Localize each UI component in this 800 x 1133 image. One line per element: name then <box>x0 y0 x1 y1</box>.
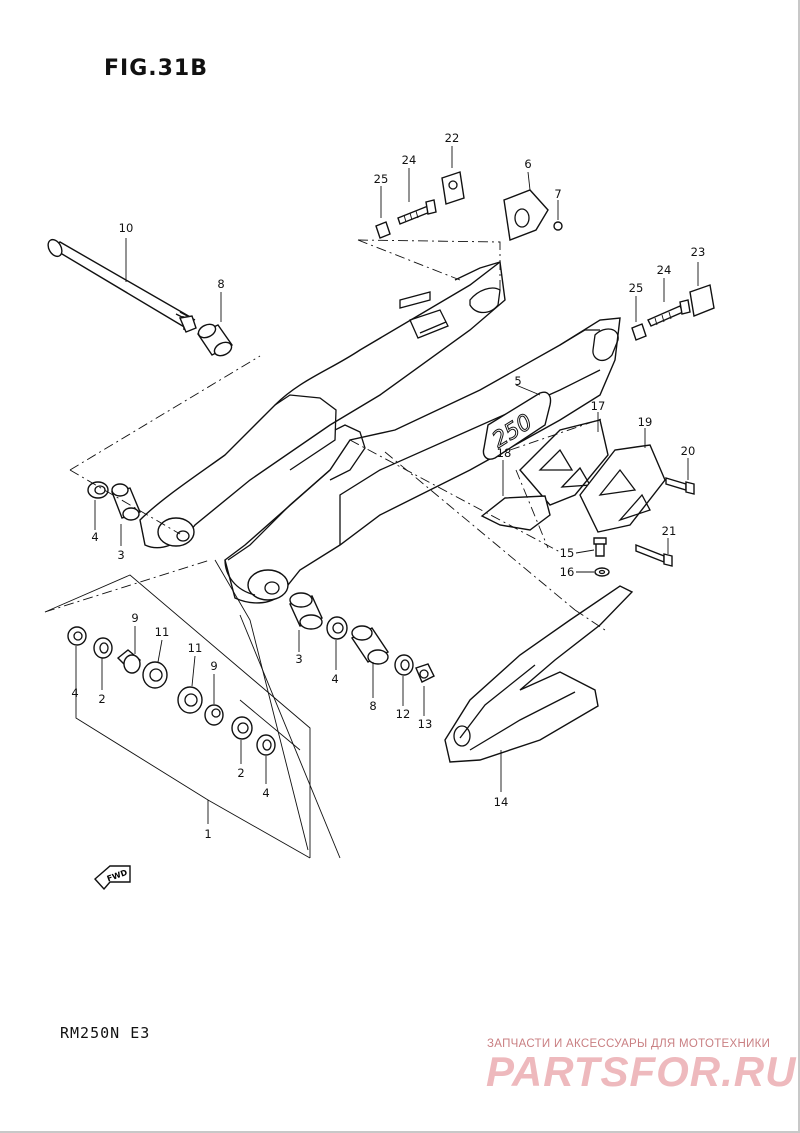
bolt-20 <box>665 477 695 495</box>
plate-23 <box>689 284 715 317</box>
fwd-direction-arrow: FWD <box>94 865 131 891</box>
callout-9a: 9 <box>131 611 138 625</box>
swingarm-upper-pad <box>409 309 449 339</box>
seal-4-c <box>326 616 348 640</box>
bolt-24-top <box>397 199 437 225</box>
callout-20: 20 <box>681 444 696 458</box>
leader-lines <box>44 146 699 859</box>
callout-7: 7 <box>554 187 561 201</box>
callout-10: 10 <box>119 221 134 235</box>
nut-25-top <box>375 221 391 239</box>
spacer-8-top <box>196 323 234 357</box>
watermark-tagline: ЗАПЧАСТИ И АКСЕССУАРЫ ДЛЯ МОТОТЕХНИКИ <box>487 1038 771 1050</box>
callout-12: 12 <box>396 707 411 721</box>
callout-14: 14 <box>494 795 509 809</box>
screw-7 <box>553 221 563 231</box>
plate-22 <box>441 171 465 205</box>
callout-25b: 25 <box>629 281 644 295</box>
callout-3a: 3 <box>117 548 124 562</box>
callout-17: 17 <box>591 399 606 413</box>
callout-4b: 4 <box>71 686 78 700</box>
callout-2a: 2 <box>98 692 105 706</box>
callout-21: 21 <box>662 524 677 538</box>
bearing-3-left <box>111 483 141 521</box>
seal-4-left <box>87 481 109 499</box>
callout-16: 16 <box>560 565 575 579</box>
callout-9b: 9 <box>210 659 217 673</box>
callout-8a: 8 <box>217 277 224 291</box>
callout-8b: 8 <box>369 699 376 713</box>
callout-numbers: 1 2 2 3 3 4 4 4 4 5 6 7 8 8 9 9 10 11 11… <box>71 131 705 841</box>
callout-2b: 2 <box>237 766 244 780</box>
bolt-21 <box>635 543 673 567</box>
nut-13 <box>415 663 435 683</box>
swingarm-lower-gusset <box>329 424 366 481</box>
callout-18: 18 <box>497 446 512 460</box>
chain-adjuster-6 <box>503 189 549 241</box>
callout-25a: 25 <box>374 172 389 186</box>
nut-25-right <box>631 323 647 341</box>
chain-slider-14 <box>444 585 634 763</box>
swingarm-axle-slot-lower <box>592 328 619 362</box>
callout-3b: 3 <box>295 652 302 666</box>
callout-5: 5 <box>514 374 521 388</box>
callout-4d: 4 <box>331 672 338 686</box>
chain-guide-19 <box>579 444 666 533</box>
callout-6: 6 <box>524 157 531 171</box>
bushing-9-b <box>204 704 224 726</box>
seal-11-b <box>177 686 203 714</box>
swingarm-upper-gusset <box>274 394 337 471</box>
guard-18 <box>480 495 551 531</box>
callout-11a: 11 <box>155 625 170 639</box>
bushing-9-a <box>116 649 142 674</box>
washer-16 <box>594 567 610 577</box>
bolt-24-right <box>647 299 691 327</box>
callout-4c: 4 <box>262 786 269 800</box>
chain-guide-17 <box>519 419 609 506</box>
washer-12 <box>394 654 414 676</box>
callout-24b: 24 <box>657 263 672 277</box>
watermark-logo: PARTSFOR.RU <box>486 1048 797 1095</box>
swingarm-upper-bracket <box>399 291 431 309</box>
pivot-shaft <box>47 238 197 333</box>
swingarm-lower-arm <box>224 317 621 604</box>
callout-22: 22 <box>445 131 460 145</box>
seal-4-a <box>67 626 87 646</box>
model-code: RM250N E3 <box>60 1024 151 1042</box>
callout-15: 15 <box>560 546 575 560</box>
callout-4a: 4 <box>91 530 98 544</box>
spacer-8-lower <box>350 625 390 665</box>
callout-13: 13 <box>418 717 433 731</box>
pivot-boss-lower <box>247 569 289 601</box>
decal-250 <box>482 391 552 460</box>
bearing-3-right <box>289 592 323 630</box>
callout-11b: 11 <box>188 641 203 655</box>
washer-2-b <box>231 716 253 740</box>
callout-1: 1 <box>204 827 211 841</box>
washer-2-a <box>93 637 113 659</box>
seal-4-b <box>256 734 276 756</box>
dash-dot-alignment-lines <box>44 239 606 631</box>
callout-19: 19 <box>638 415 653 429</box>
swingarm-axle-slot-upper <box>469 287 501 314</box>
seal-11-a <box>142 661 168 689</box>
callout-23: 23 <box>691 245 706 259</box>
swingarm-drawing: 250 <box>139 260 621 604</box>
screw-15 <box>593 537 607 557</box>
callout-24a: 24 <box>402 153 417 167</box>
figure-title: FIG.31B <box>104 56 209 81</box>
